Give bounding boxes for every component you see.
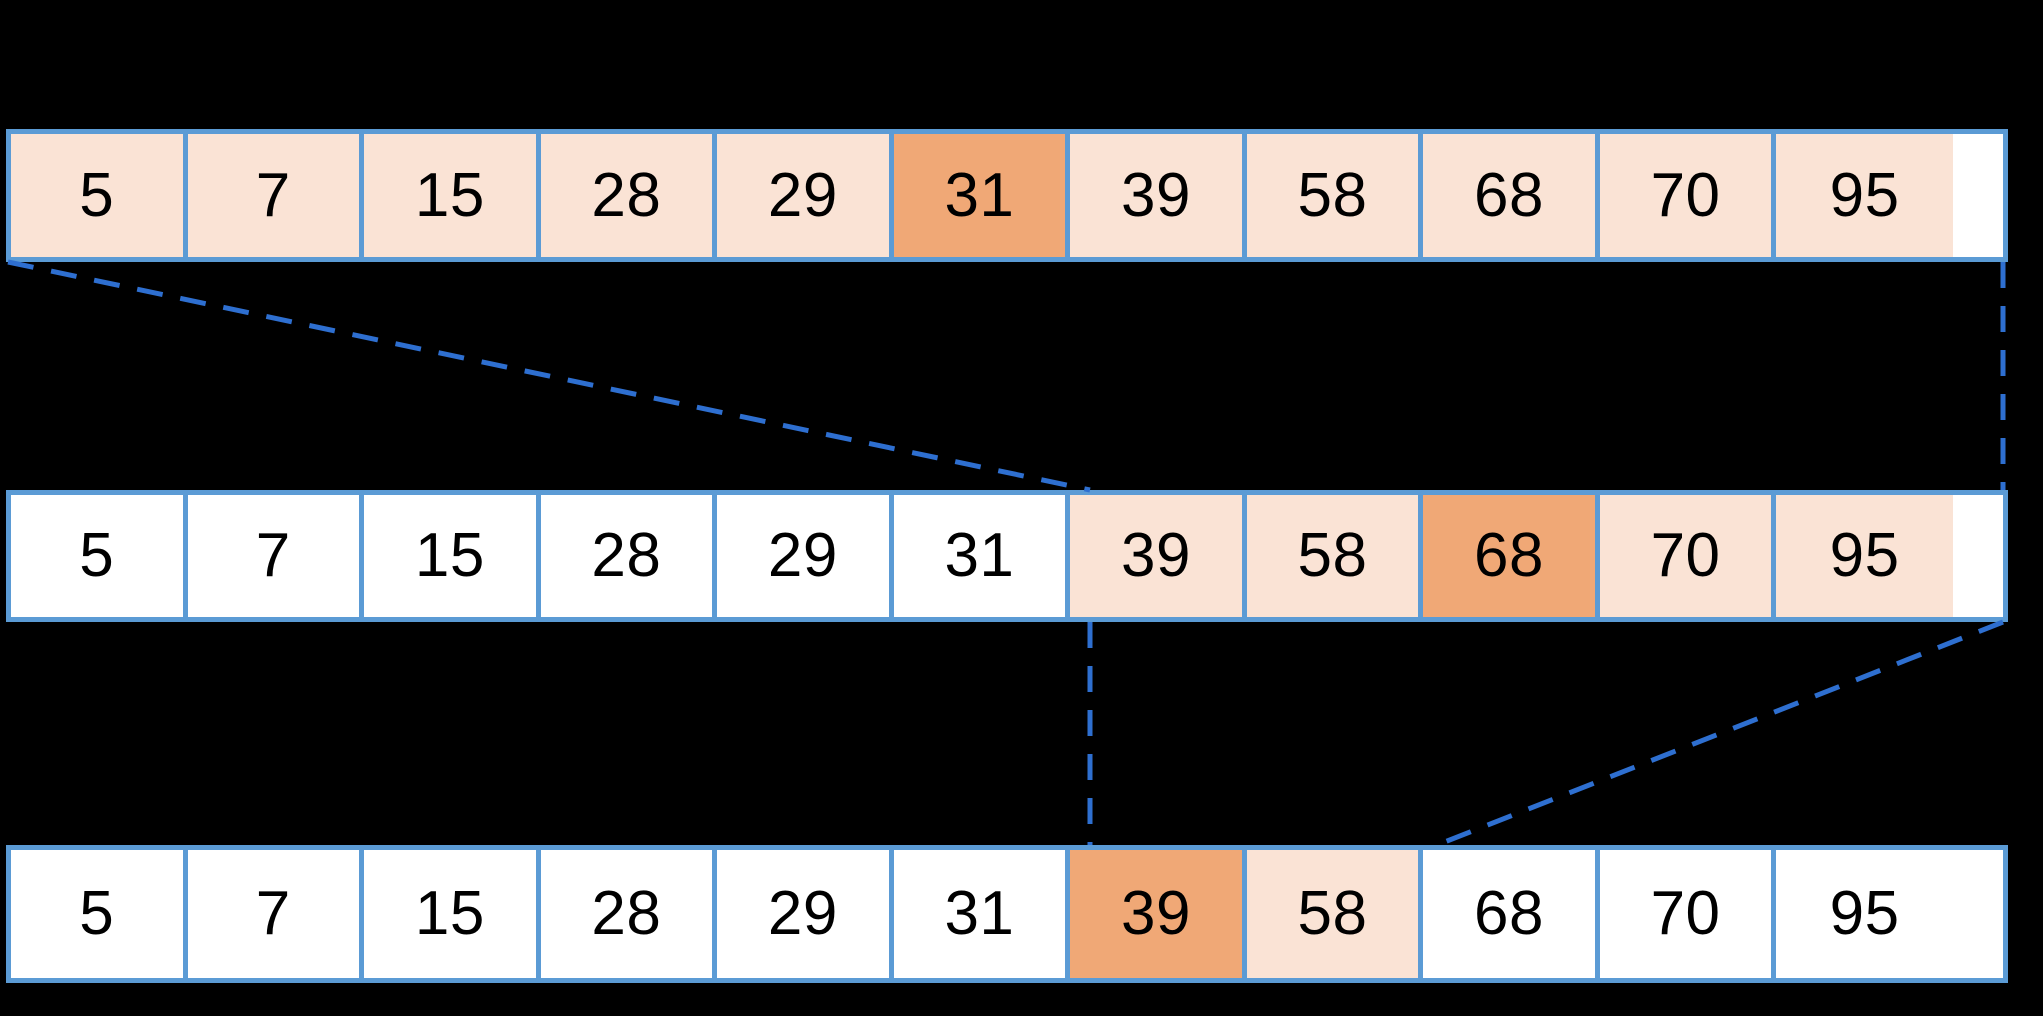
array-cell: 39	[1070, 495, 1247, 617]
array-cell: 31	[893, 495, 1071, 617]
array-cell: 28	[540, 495, 718, 617]
array-cell: 7	[187, 134, 365, 257]
array-cell: 29	[717, 134, 894, 257]
array-cell: 70	[1599, 495, 1777, 617]
array-cell: 68	[1423, 495, 1600, 617]
array-cell: 39	[1070, 134, 1247, 257]
array-cell: 7	[187, 495, 365, 617]
array-cell: 68	[1423, 134, 1600, 257]
array-cell: 28	[540, 134, 718, 257]
array-cell: 29	[717, 850, 894, 978]
array-cell: 68	[1423, 850, 1600, 978]
array-cell: 5	[11, 134, 188, 257]
array-cell: 31	[893, 134, 1071, 257]
array-cell: 28	[540, 850, 718, 978]
array-cell: 58	[1246, 850, 1424, 978]
array-cell: 70	[1599, 134, 1777, 257]
connector-row2-right-to-row3-right	[1436, 619, 2004, 848]
array-cell: 15	[364, 495, 541, 617]
array-cell: 31	[893, 850, 1071, 978]
array-cell: 70	[1599, 850, 1777, 978]
array-cell: 58	[1246, 495, 1424, 617]
array-cell: 58	[1246, 134, 1424, 257]
array-cell: 7	[187, 850, 365, 978]
array-cell: 95	[1776, 850, 1953, 978]
array-cell: 29	[717, 495, 894, 617]
array-cell: 95	[1776, 495, 1953, 617]
array-cell: 39	[1070, 850, 1247, 978]
array-cell: 5	[11, 495, 188, 617]
array-cell: 5	[11, 850, 188, 978]
array-cell: 95	[1776, 134, 1953, 257]
array-cell: 15	[364, 134, 541, 257]
connector-row1-left-to-row2-left	[7, 259, 1091, 493]
array-cell: 15	[364, 850, 541, 978]
